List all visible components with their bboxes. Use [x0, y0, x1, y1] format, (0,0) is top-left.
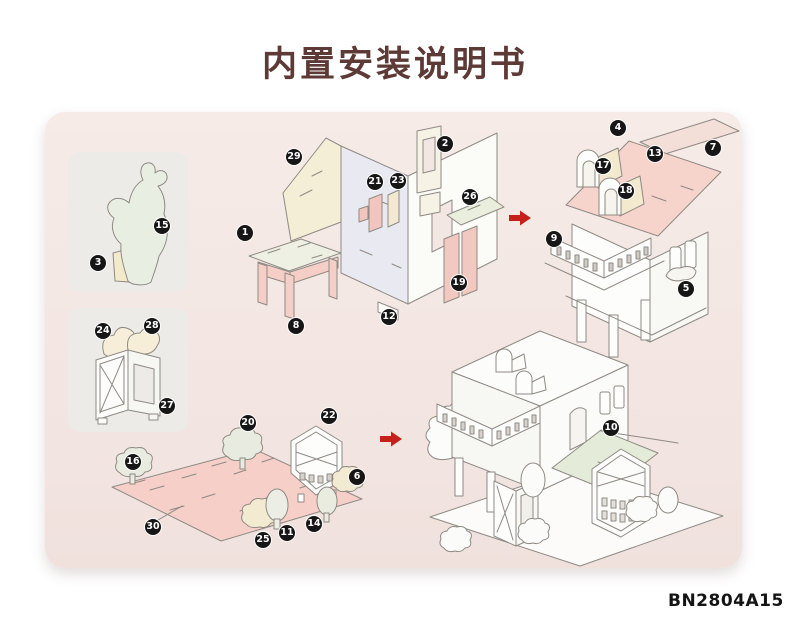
chimney-part-illustration: [95, 327, 161, 425]
window-frame-hole: [422, 136, 436, 174]
frame-foot: [297, 493, 305, 503]
base-plate-outline: [429, 468, 724, 567]
shutter: [684, 240, 697, 269]
bottom-tab: [377, 301, 399, 321]
assembled-roof-illustration: [544, 118, 740, 358]
gable-brace: [597, 471, 645, 487]
frame-brace: [295, 451, 338, 467]
gable-slot: [311, 170, 323, 177]
tower-frame: [99, 355, 125, 413]
house-leg: [608, 314, 619, 358]
bush-outline: [439, 526, 472, 553]
tower-brace: [99, 355, 125, 414]
frame-inner: [295, 431, 338, 490]
dormer-front: [495, 348, 513, 373]
tower-window: [133, 363, 155, 405]
dormer-side: [511, 353, 527, 373]
tower-foot: [97, 417, 108, 425]
dormer-front: [515, 370, 533, 395]
wall-slot: [359, 249, 373, 256]
house-leg: [640, 299, 651, 341]
dormer-side: [531, 375, 547, 395]
figure-silhouette: [107, 162, 168, 286]
door-piece-beige: [387, 189, 400, 228]
tower-brace: [496, 493, 514, 533]
dormer-arch-hole: [604, 188, 618, 216]
table-leg-pink: [257, 262, 268, 306]
badge-leader-line: [157, 505, 183, 521]
tree-trunk: [129, 473, 136, 485]
house-beam: [565, 295, 707, 336]
roof-slot: [680, 185, 694, 191]
assembled-house-illustration: [425, 330, 724, 567]
door-arch: [569, 407, 587, 451]
product-code: BN2804A15: [668, 591, 784, 611]
house-leg: [454, 457, 464, 497]
dormer-arch-hole: [582, 160, 596, 188]
tree-piece-tall: [265, 488, 289, 522]
gable-frame-inner: [596, 454, 646, 532]
roof-sheet-back: [639, 118, 740, 155]
tower-foot: [148, 413, 159, 421]
tree-outline: [657, 486, 679, 514]
platform-top: [248, 238, 342, 272]
balcony-rail-holes: [496, 414, 537, 440]
balcony-rail-holes: [556, 246, 598, 272]
window: [599, 391, 611, 415]
balcony-rail-holes: [442, 413, 484, 439]
platform-slot: [267, 248, 281, 254]
roof-slot: [651, 195, 667, 202]
window-frame-base: [419, 191, 441, 217]
house-leg: [576, 299, 587, 343]
window: [613, 385, 625, 409]
tree-piece-green: [115, 447, 153, 478]
balcony-floor-edge: [544, 260, 665, 291]
tree-trunk: [239, 457, 246, 470]
pink-slab: [461, 225, 478, 297]
frame-holes: [299, 472, 333, 484]
tree-piece-green: [222, 426, 264, 462]
platform-slot: [311, 254, 323, 259]
tree-trunk: [273, 518, 281, 530]
tree-piece-round: [316, 486, 338, 516]
ground-base-illustration: [111, 425, 364, 542]
pink-slab: [443, 232, 460, 304]
knob-piece: [358, 205, 369, 223]
tree-trunk: [323, 512, 330, 523]
table-leg-pink: [284, 272, 295, 320]
bush-outline: [517, 518, 550, 545]
bush-outline: [625, 496, 658, 523]
tree-outline: [520, 462, 546, 498]
roof-panel-slot: [467, 204, 481, 211]
figure-part-illustration: [107, 162, 168, 286]
awning-piece: [665, 266, 697, 282]
page-title: 内置安装说明书: [261, 45, 528, 85]
balcony-rail-holes: [608, 246, 649, 272]
table-leg-pink: [328, 257, 338, 300]
door-piece-pink: [368, 193, 383, 233]
wall-slot: [391, 263, 402, 269]
platform-slot: [297, 242, 311, 248]
gable-slot: [299, 189, 313, 197]
exploded-assembly-illustration: [248, 125, 505, 321]
